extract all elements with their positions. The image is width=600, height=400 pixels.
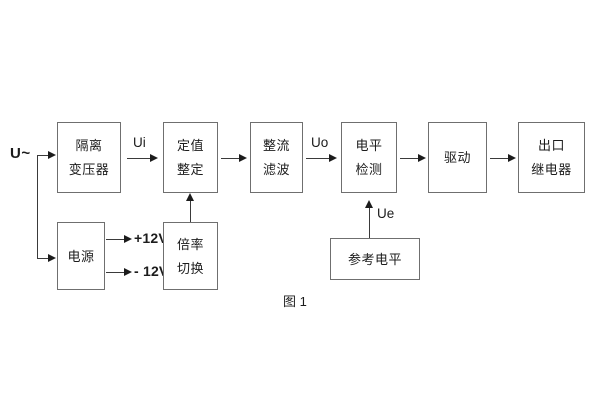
arrow-rail-negative (124, 268, 132, 276)
arrow-into-level-detect-from-reference (365, 200, 373, 208)
block-output-relay[interactable]: 出口 继电器 (518, 122, 585, 193)
block-isolation-transformer-line2: 变压器 (68, 162, 110, 177)
branch-line-to-isolation-transformer (37, 155, 50, 156)
block-output-relay-line2: 继电器 (531, 162, 572, 177)
arrow-into-output-relay (508, 154, 516, 162)
line-isolation-to-setting (127, 158, 154, 159)
line-setting-to-rectify (221, 158, 242, 159)
branch-line-to-power-supply (37, 258, 50, 259)
block-isolation-transformer[interactable]: 隔离 变压器 (57, 122, 121, 193)
figure-caption: 图 1 (283, 294, 307, 309)
line-multiplier-to-setting (190, 200, 191, 222)
block-multiplier-switch-line2: 切换 (176, 260, 204, 276)
block-level-detect[interactable]: 电平 检测 (341, 122, 397, 193)
block-driver-line1: 驱动 (443, 150, 471, 165)
block-multiplier-switch-line1: 倍率 (176, 236, 204, 252)
line-rail-negative (106, 272, 128, 273)
block-setting-value[interactable]: 定值 整定 (163, 122, 218, 193)
block-multiplier-switch[interactable]: 倍率 切换 (163, 222, 218, 290)
block-level-detect-line2: 检测 (355, 162, 383, 177)
rail-label-negative-12v: - 12V (134, 263, 169, 279)
block-power-supply-line1: 电源 (67, 248, 95, 264)
block-isolation-transformer-line1: 隔离 (75, 138, 103, 153)
source-trunk-line (37, 155, 38, 259)
block-reference-level[interactable]: 参考电平 (330, 238, 420, 280)
rail-label-positive-12v: +12V (134, 230, 168, 246)
line-rectify-to-level-detect (306, 158, 333, 159)
block-rectify-filter-line2: 滤波 (262, 162, 290, 177)
line-level-detect-to-driver (400, 158, 421, 159)
source-label-u-ac: U~ (10, 145, 31, 162)
arrow-into-rectify-filter (239, 154, 247, 162)
block-power-supply[interactable]: 电源 (57, 222, 105, 290)
arrow-into-power-supply (48, 254, 56, 262)
signal-label-uo: Uo (311, 135, 329, 150)
signal-label-ui: Ui (133, 135, 146, 150)
signal-label-ue: Ue (377, 206, 395, 221)
arrow-rail-positive (124, 235, 132, 243)
block-level-detect-line1: 电平 (355, 138, 383, 153)
arrow-into-isolation-transformer (48, 151, 56, 159)
block-setting-value-line2: 整定 (176, 162, 204, 177)
arrow-into-driver (418, 154, 426, 162)
line-rail-positive (106, 239, 128, 240)
block-output-relay-line1: 出口 (537, 138, 565, 153)
block-driver[interactable]: 驱动 (428, 122, 487, 193)
block-rectify-filter[interactable]: 整流 滤波 (250, 122, 303, 193)
arrow-into-setting-value-from-multiplier (186, 193, 194, 201)
block-rectify-filter-line1: 整流 (262, 138, 290, 153)
line-reference-to-level-detect (369, 207, 370, 238)
block-reference-level-line1: 参考电平 (347, 251, 402, 267)
line-driver-to-output-relay (490, 158, 511, 159)
arrow-into-level-detect (329, 154, 337, 162)
block-setting-value-line1: 定值 (176, 138, 204, 153)
arrow-into-setting-value (150, 154, 158, 162)
